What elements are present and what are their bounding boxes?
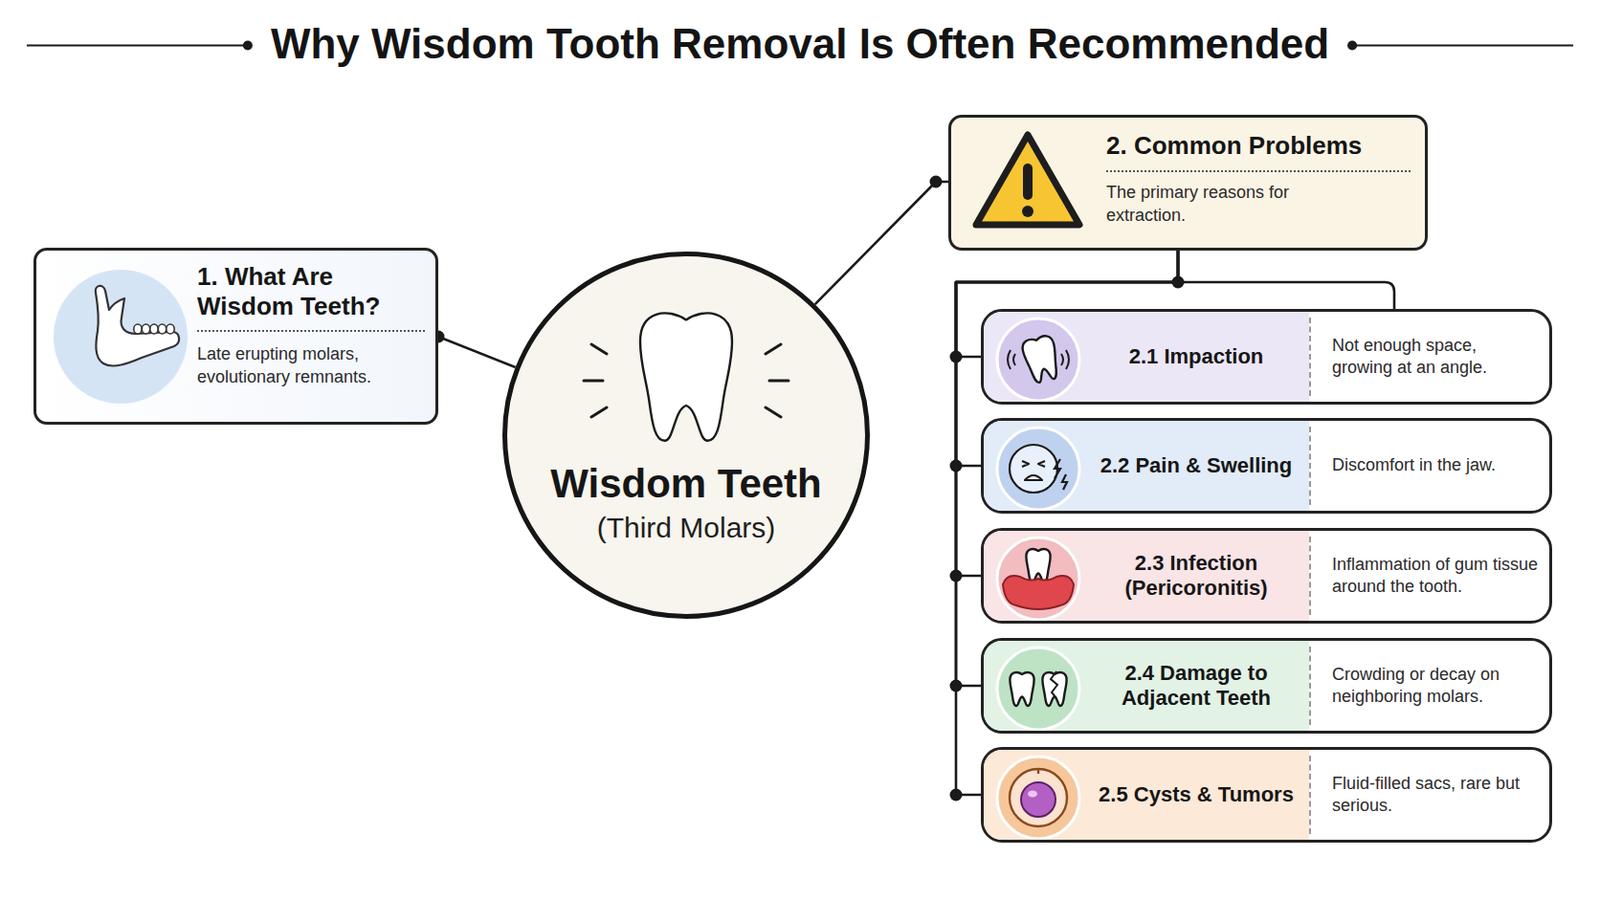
face-features	[1022, 461, 1045, 481]
icon-disc	[997, 647, 1080, 731]
pain-bolt	[1054, 459, 1067, 490]
node-heading: 2. Common Problems	[1106, 131, 1411, 173]
jaw-tooth	[141, 324, 150, 334]
row-heading: 2.4 Damage to Adjacent Teeth	[1083, 641, 1310, 732]
diagram-title: Why Wisdom Tooth Removal Is Often Recomm…	[270, 20, 1330, 67]
node-icon	[983, 421, 1099, 512]
cyst-wall	[1009, 769, 1067, 827]
icon-disc	[997, 427, 1080, 511]
row-node: 2.4 Damage to Adjacent TeethCrowding or …	[980, 638, 1553, 734]
node-icon	[983, 641, 1099, 732]
circle-node: Wisdom Teeth(Third Molars)	[502, 251, 870, 620]
node-icon	[983, 750, 1099, 841]
connector-dot	[950, 460, 963, 473]
jaw-tooth	[133, 324, 142, 334]
title-rule	[26, 44, 248, 47]
row-description: Crowding or decay on neighboring molars.	[1309, 646, 1550, 726]
icon-disc	[53, 269, 188, 404]
node-icon	[507, 256, 875, 624]
warn-node: 2. Common ProblemsThe primary reasons fo…	[948, 114, 1428, 251]
title-bar: Why Wisdom Tooth Removal Is Often Recomm…	[0, 21, 1600, 67]
row-description: Not enough space, growing at an angle.	[1309, 317, 1550, 397]
row-node: 2.1 ImpactionNot enough space, growing a…	[980, 309, 1553, 405]
connector-line	[438, 336, 516, 368]
warning-triangle	[976, 134, 1080, 225]
node-heading: 1. What Are Wisdom Teeth?	[197, 262, 425, 333]
cyst-stem	[1037, 769, 1040, 775]
title-rule	[1352, 44, 1574, 47]
icon-disc	[997, 756, 1080, 840]
tooth-drawing	[1009, 672, 1034, 707]
circle-subtitle: (Third Molars)	[526, 511, 846, 546]
jaw-tooth	[166, 324, 175, 334]
node-description: Late erupting molars, evolutionary remna…	[197, 343, 425, 389]
node-icon	[983, 311, 1099, 402]
jaw-drawing	[95, 286, 179, 367]
connector-dot	[950, 351, 963, 364]
tooth-drawing	[1021, 333, 1063, 384]
text-column: 1. What Are Wisdom Teeth? Late erupting m…	[197, 262, 425, 389]
icon-disc	[997, 537, 1080, 621]
connector-dot	[930, 176, 943, 189]
row-heading: 2.3 Infection (Pericoronitis)	[1083, 531, 1310, 622]
row-description: Fluid-filled sacs, rare but serious.	[1309, 755, 1550, 835]
warning-bar	[1022, 163, 1033, 200]
row-node: 2.3 Infection (Pericoronitis)Inflammatio…	[980, 528, 1553, 624]
gum-drawing	[1002, 576, 1074, 610]
title-dot	[1347, 41, 1357, 51]
row-heading: 2.1 Impaction	[1083, 311, 1310, 402]
connector-dot	[950, 570, 963, 583]
bracket-stub	[1177, 282, 1395, 310]
cyst-shine	[1027, 791, 1038, 799]
node-description: The primary reasons for extraction.	[1106, 181, 1303, 227]
node-icon	[983, 531, 1099, 622]
jaw-tooth	[157, 324, 166, 334]
cyst-sac	[1021, 782, 1056, 818]
text-column: Wisdom Teeth(Third Molars)	[526, 461, 846, 546]
info-node: 1. What Are Wisdom Teeth? Late erupting m…	[33, 247, 439, 425]
row-node: 2.5 Cysts & TumorsFluid-filled sacs, rar…	[980, 747, 1553, 844]
connector-dot	[950, 789, 963, 802]
row-description: Discomfort in the jaw.	[1309, 426, 1550, 506]
icon-disc	[997, 318, 1080, 401]
tooth-illustration	[640, 312, 733, 441]
circle-heading: Wisdom Teeth	[526, 461, 846, 508]
warning-dot	[1022, 205, 1034, 218]
jaw-tooth	[150, 324, 158, 334]
connector-line	[815, 181, 949, 305]
crack-line	[1050, 671, 1058, 699]
text-column: 2. Common ProblemsThe primary reasons fo…	[1106, 131, 1411, 227]
row-heading: 2.5 Cysts & Tumors	[1083, 750, 1310, 841]
row-node: 2.2 Pain & SwellingDiscomfort in the jaw…	[980, 418, 1553, 514]
connector-line	[955, 250, 1178, 577]
title-dot	[243, 41, 253, 51]
motion-lines	[1007, 350, 1069, 370]
row-description: Inflammation of gum tissue around the to…	[1309, 536, 1550, 616]
connector-dot	[950, 680, 963, 693]
junction-dot	[1172, 276, 1185, 289]
face-outline	[1009, 444, 1058, 493]
row-heading: 2.2 Pain & Swelling	[1083, 421, 1310, 512]
tooth-drawing	[1025, 549, 1050, 583]
sparkle-lines	[583, 344, 789, 418]
